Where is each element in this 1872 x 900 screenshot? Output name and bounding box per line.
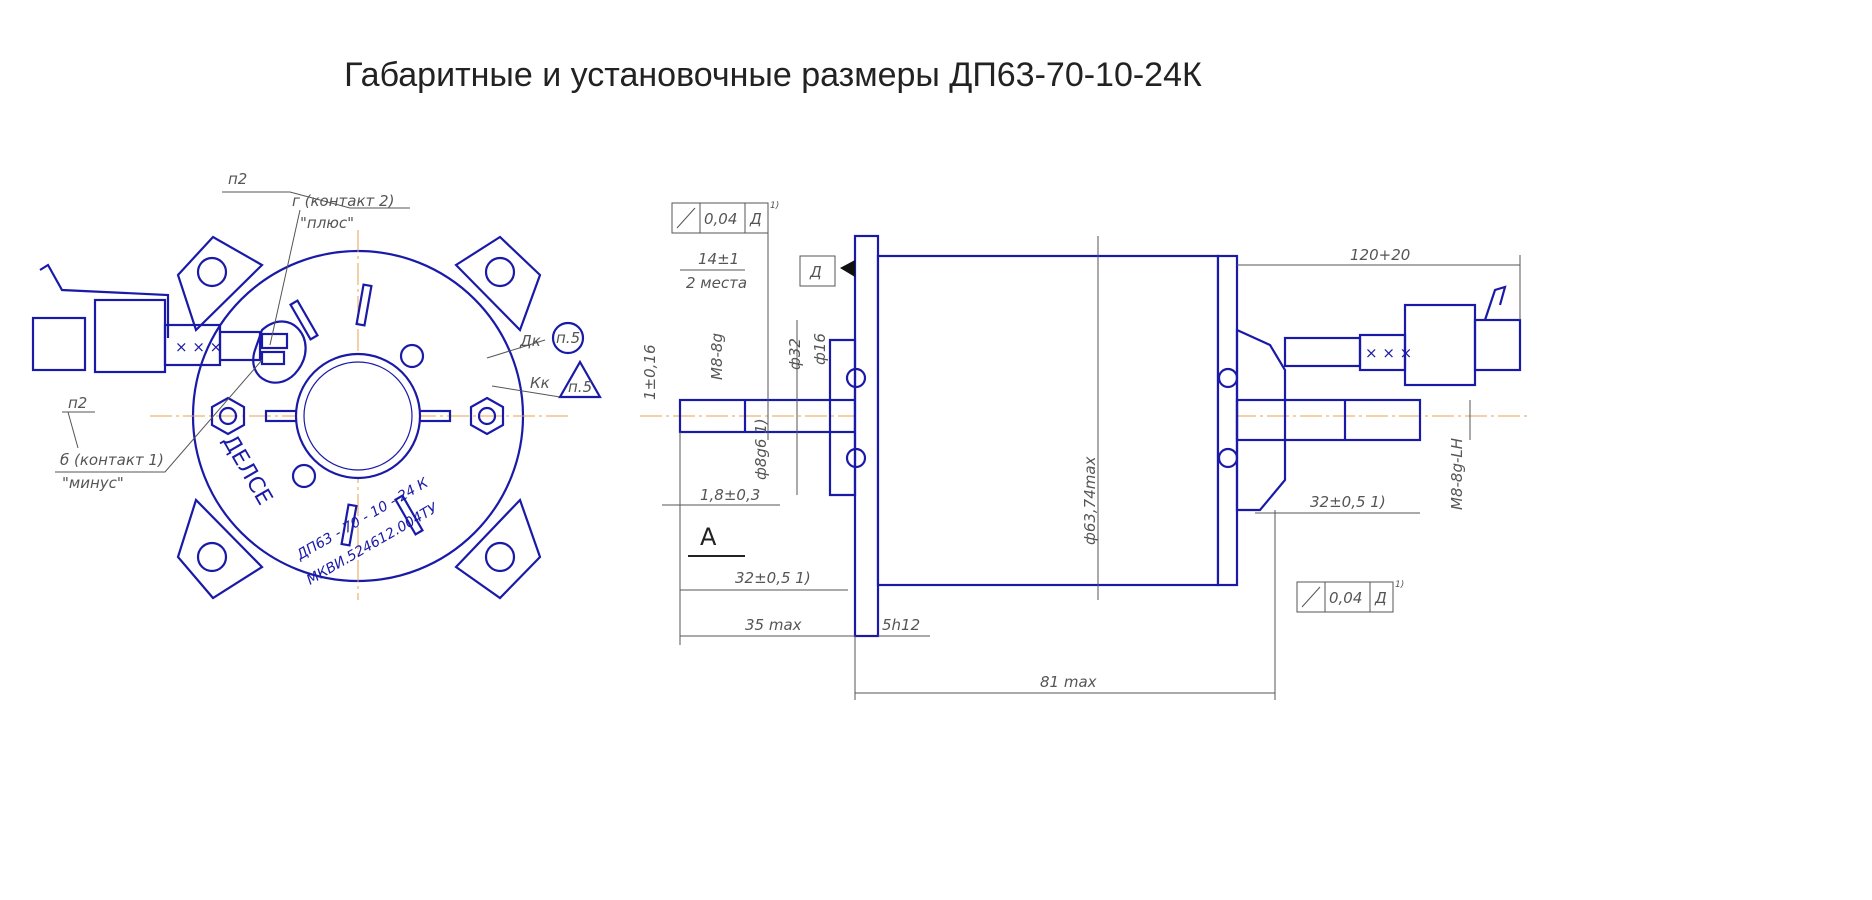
svg-text:ф16: ф16	[811, 333, 829, 365]
hub-hole	[291, 463, 317, 489]
svg-text:14±1: 14±1	[698, 250, 739, 268]
front-flange	[853, 234, 880, 638]
svg-text:Д: Д	[809, 263, 822, 281]
nut-icon	[210, 396, 246, 436]
runout-arrow-icon	[676, 207, 696, 229]
ear-holes	[196, 256, 516, 573]
runout-arrow-icon	[1301, 586, 1321, 608]
tolerance-frame-bottom: 0,04 Д 1)	[1296, 580, 1404, 613]
svg-text:1): 1)	[1395, 580, 1404, 590]
note-triangle	[558, 359, 602, 399]
svg-text:Д: Д	[749, 210, 762, 228]
svg-text:32±0,5 1): 32±0,5 1)	[735, 569, 811, 587]
svg-text:35 max: 35 max	[745, 616, 802, 634]
datum-triangle-icon	[840, 260, 855, 277]
svg-text:М8-8g: М8-8g	[708, 333, 726, 380]
nut-icon	[469, 396, 505, 436]
svg-text:б (контакт 1): б (контакт 1)	[60, 451, 164, 469]
tolerance-frame-top: 0,04 Д 1)	[671, 201, 779, 440]
svg-text:А: А	[700, 523, 717, 551]
crosses: × × ×	[175, 338, 222, 356]
terminal-pad	[252, 320, 307, 384]
svg-text:"минус": "минус"	[62, 474, 124, 492]
svg-text:0,04: 0,04	[704, 210, 737, 228]
svg-text:5h12: 5h12	[882, 616, 920, 634]
callout-contact1: п2 б (контакт 1) "минус"	[55, 359, 263, 492]
hub-inner	[303, 361, 413, 471]
front-view: × × × п2 г (контакт 2) "плюс" п2 б (конт…	[31, 170, 602, 600]
svg-text:Кк: Кк	[530, 374, 550, 392]
page-title: Габаритные и установочные размеры ДП63-7…	[344, 56, 1202, 94]
connector	[31, 263, 289, 374]
callout-contact2: п2 г (контакт 2) "плюс"	[222, 170, 410, 346]
hub-hole	[399, 343, 425, 369]
svg-text:п.5: п.5	[556, 329, 580, 347]
side-view: × × × 0,04 Д 1) Д 14±1 2 места М8-8g 1±0…	[640, 201, 1530, 700]
svg-text:Дк: Дк	[519, 332, 541, 350]
svg-text:п2: п2	[228, 170, 247, 188]
note-circle	[551, 321, 585, 355]
svg-text:1): 1)	[770, 201, 779, 211]
rear-flange	[1216, 254, 1239, 587]
svg-text:п2: п2	[68, 394, 87, 412]
svg-text:81 max: 81 max	[1040, 673, 1097, 691]
svg-text:ф32: ф32	[786, 338, 804, 370]
motor-body	[876, 254, 1220, 587]
crosses: × × ×	[1365, 344, 1412, 362]
svg-text:п.5: п.5	[568, 378, 592, 396]
svg-text:Д: Д	[1374, 589, 1387, 607]
svg-text:2 места: 2 места	[686, 274, 747, 292]
svg-text:1,8±0,3: 1,8±0,3	[700, 486, 760, 504]
svg-text:32±0,5 1): 32±0,5 1)	[1310, 493, 1386, 511]
rear-bearing-housing	[1235, 328, 1287, 512]
svg-text:ф8g6 1): ф8g6 1)	[752, 418, 770, 480]
svg-text:"плюс": "плюс"	[300, 214, 354, 232]
svg-text:0,04: 0,04	[1329, 589, 1362, 607]
svg-text:1±0,16: 1±0,16	[641, 344, 659, 400]
svg-text:г (контакт 2): г (контакт 2)	[292, 192, 394, 210]
svg-text:М8-8g-LH: М8-8g-LH	[1448, 438, 1466, 510]
front-bearing-housing	[828, 338, 857, 497]
svg-text:ф63,74max: ф63,74max	[1081, 456, 1099, 545]
rear-connector	[1283, 285, 1522, 387]
hub-outer	[294, 352, 422, 480]
svg-text:120+20: 120+20	[1350, 246, 1410, 264]
rear-shaft	[1235, 398, 1422, 442]
